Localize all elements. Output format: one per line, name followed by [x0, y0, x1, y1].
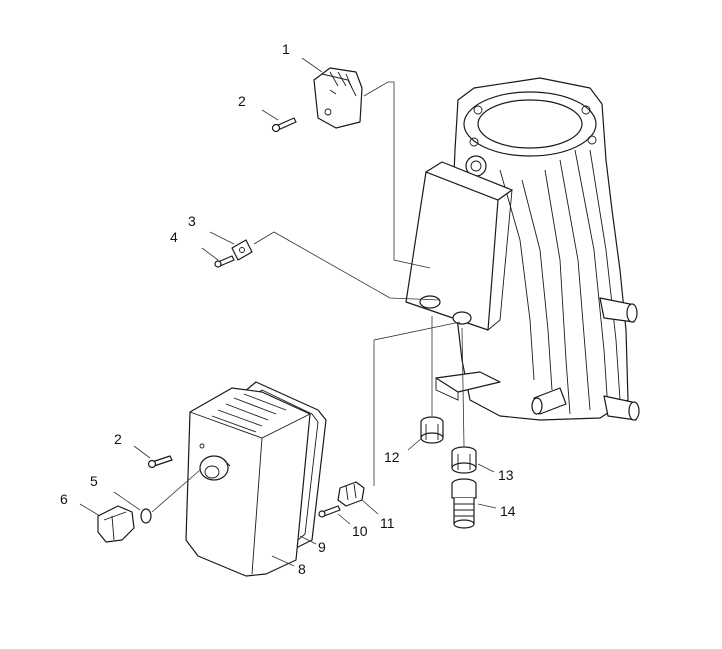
part-8-cover	[185, 387, 311, 577]
callout-12: 12	[384, 449, 400, 465]
part-6-knob	[97, 505, 135, 543]
pump-housing	[451, 77, 640, 421]
part-14-nipple	[451, 478, 477, 529]
callout-1: 1	[282, 41, 290, 57]
housing-port-bottom-right	[603, 395, 640, 421]
part-2-screw-upper	[271, 117, 297, 133]
housing-port-right	[599, 297, 638, 323]
callout-14: 14	[500, 503, 516, 519]
callout-13: 13	[498, 467, 514, 483]
part-5-o-ring	[140, 508, 152, 524]
callout-9: 9	[318, 539, 326, 555]
part-3-plate	[231, 239, 253, 261]
part-12-plug	[420, 416, 444, 444]
callout-10: 10	[352, 523, 368, 539]
part-11-connector	[337, 481, 365, 507]
callout-4: 4	[170, 229, 178, 245]
housing-port-bottom-left	[531, 387, 567, 415]
part-1-cap	[313, 67, 363, 129]
callout-6: 6	[60, 491, 68, 507]
callout-8: 8	[298, 561, 306, 577]
part-13-fitting	[451, 446, 477, 474]
callout-3: 3	[188, 213, 196, 229]
callout-5: 5	[90, 473, 98, 489]
callout-11: 11	[380, 515, 395, 531]
part-10-screw	[318, 505, 341, 518]
leader-lines	[79, 57, 497, 567]
callout-2-upper: 2	[238, 93, 246, 109]
callout-2-lower: 2	[114, 431, 122, 447]
part-4-screw	[214, 255, 235, 268]
part-2-screw-lower	[147, 455, 173, 469]
callout-labels: 1 2 3 4 2 5 6 8 9 10 11 12 13 14	[60, 41, 516, 577]
